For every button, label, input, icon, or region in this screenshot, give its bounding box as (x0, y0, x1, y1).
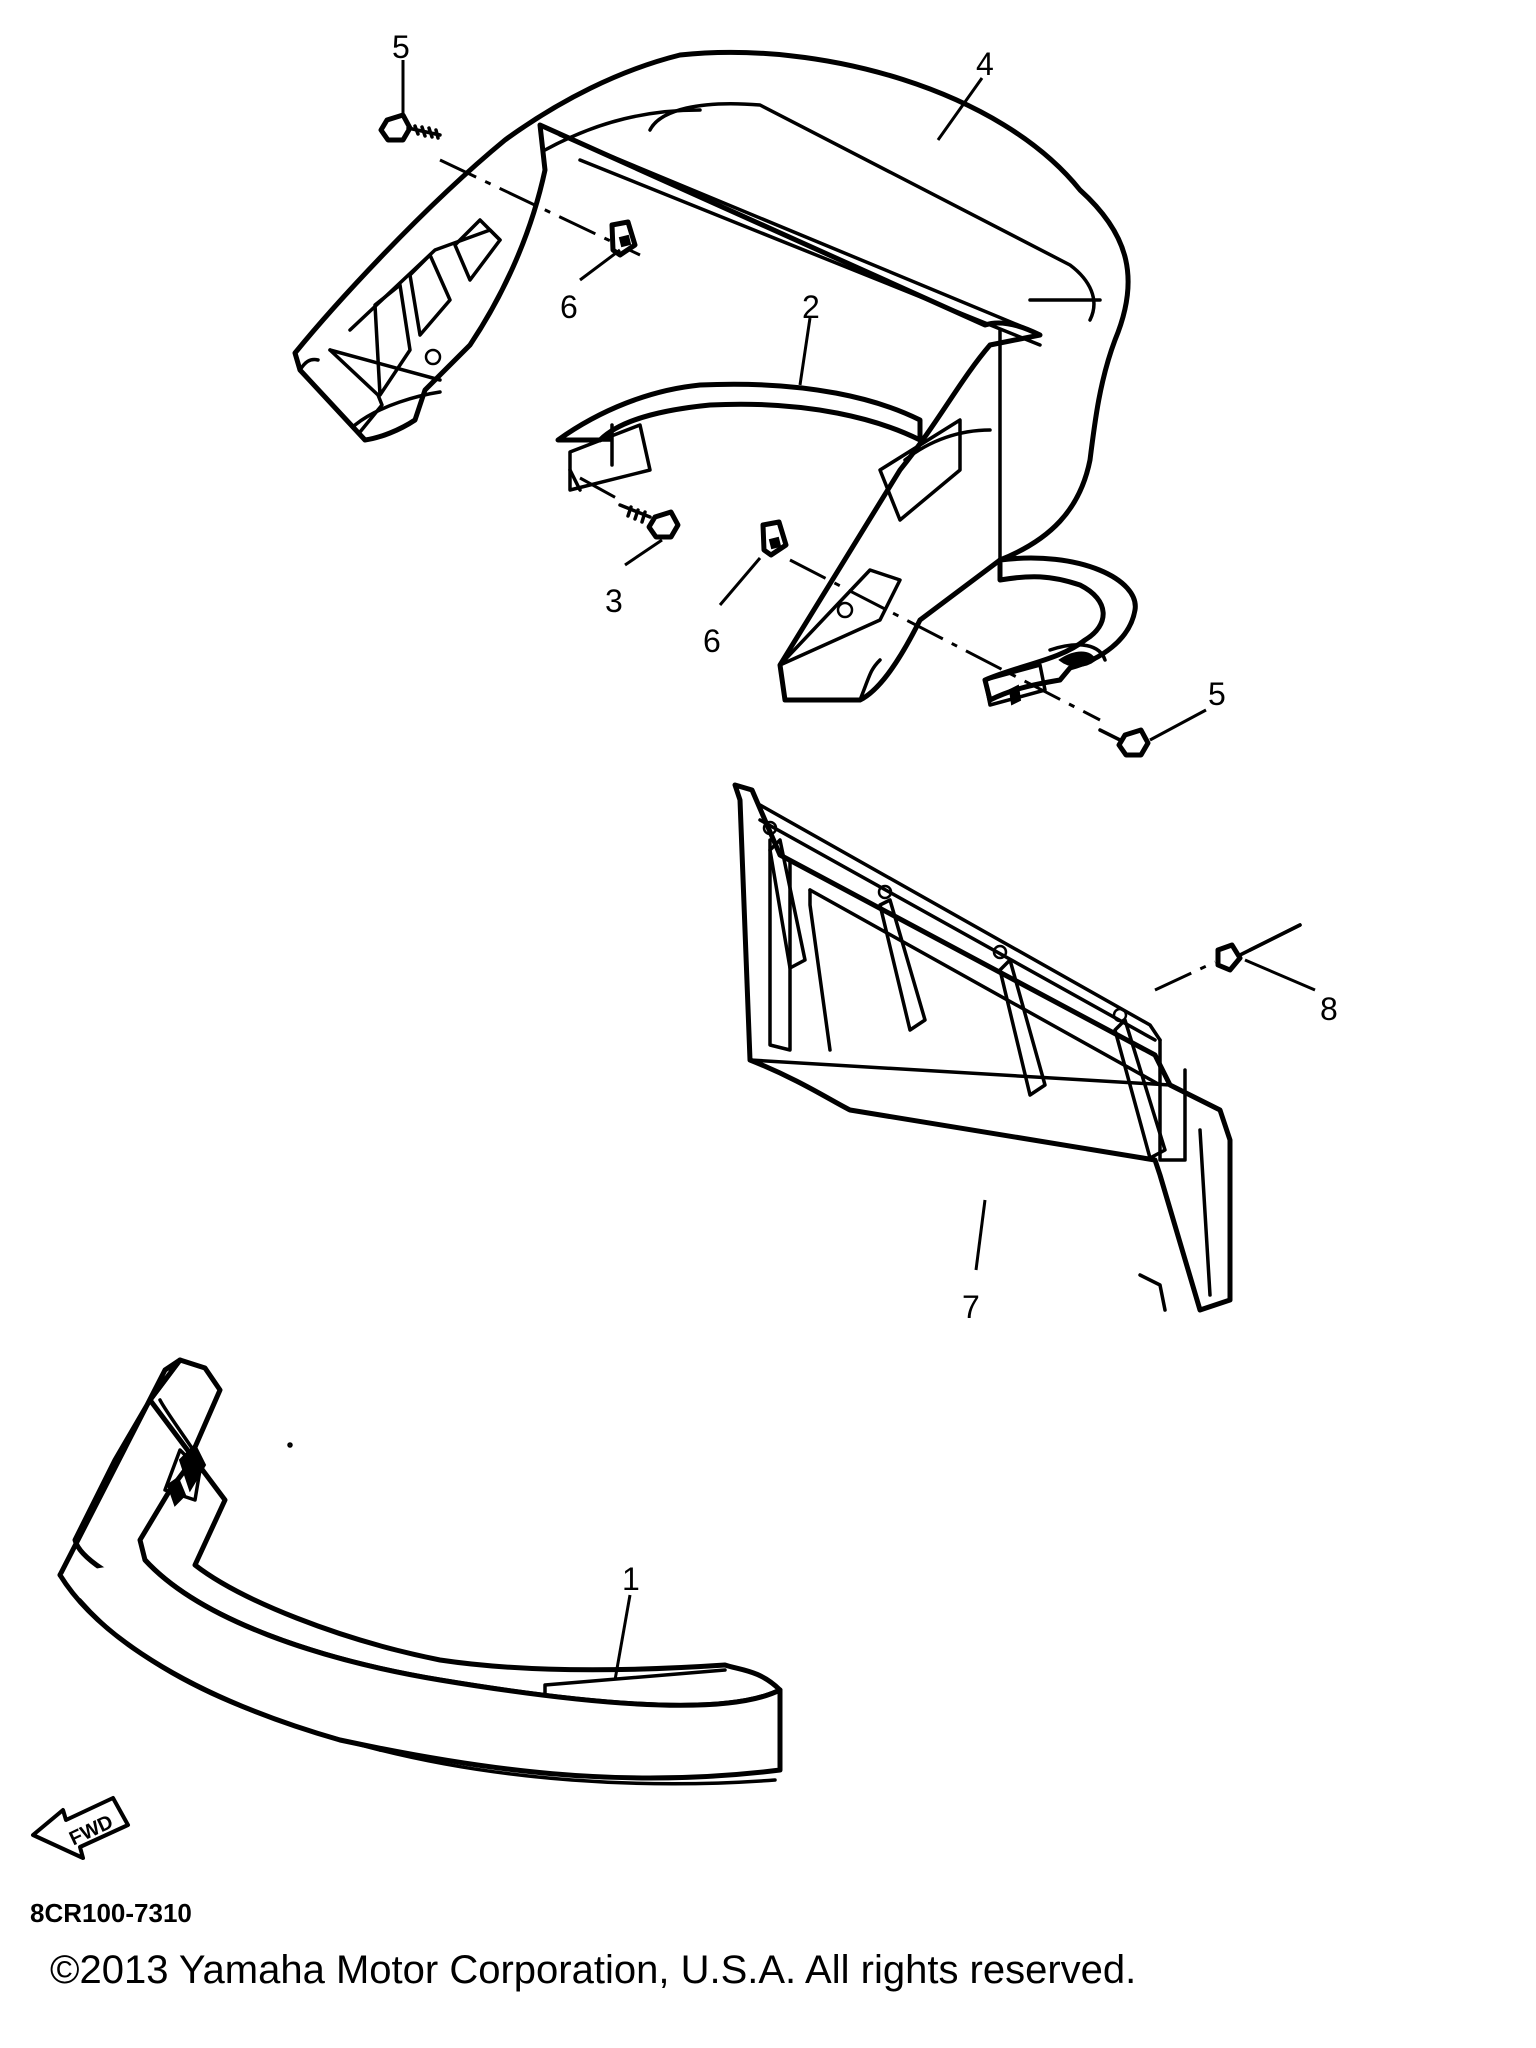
axis-line-bolt-3 (579, 476, 621, 502)
axis-line-clip-6-mid (789, 558, 1101, 722)
fwd-arrow-icon: FWD (31, 1796, 130, 1860)
callout-4: 4 (976, 46, 994, 82)
grab-bar-part-4 (292, 49, 1131, 703)
callout-3: 3 (605, 583, 623, 619)
bolt-part-3 (618, 503, 681, 540)
callout-2: 2 (802, 289, 820, 325)
rivet-part-8 (1215, 923, 1302, 973)
callout-6-mid: 6 (703, 623, 721, 659)
callout-7: 7 (962, 1289, 980, 1325)
callout-8: 8 (1320, 991, 1338, 1027)
bumper-part-1 (57, 1357, 783, 1786)
bolt-part-5-right (1098, 727, 1151, 758)
leader-lines (401, 60, 1316, 1681)
bolt-part-5-top (378, 112, 442, 143)
axis-line-bolt-5-top (439, 158, 641, 257)
callout-5-right: 5 (1208, 676, 1226, 712)
callout-5-top: 5 (392, 29, 410, 65)
copyright-notice: ©2013 Yamaha Motor Corporation, U.S.A. A… (50, 1948, 1137, 1992)
diagram-code: 8CR100-7310 (30, 1898, 192, 1928)
clip-part-6-mid (760, 519, 789, 558)
clip-part-6-top (609, 219, 638, 258)
callout-1: 1 (622, 1561, 640, 1597)
callout-6-top: 6 (560, 289, 578, 325)
snow-flap-part-7 (732, 782, 1233, 1313)
stray-dot (287, 1442, 293, 1448)
axis-line-rivet-8 (1154, 960, 1216, 992)
